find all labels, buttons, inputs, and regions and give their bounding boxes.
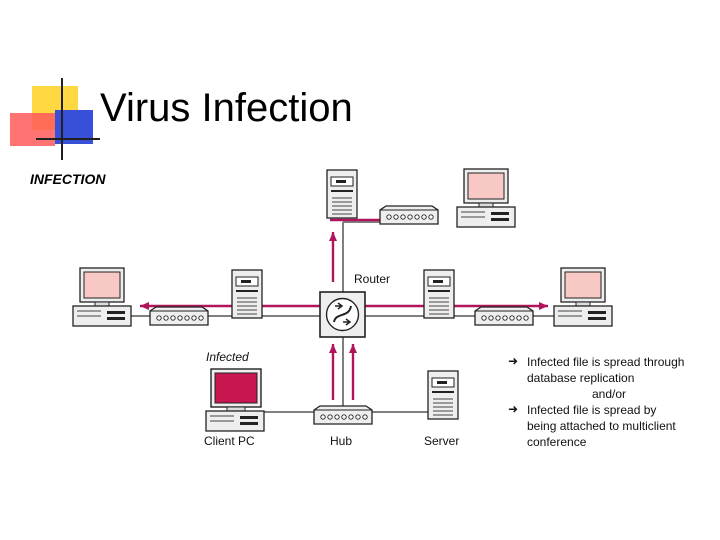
vertical-rule — [61, 78, 63, 160]
legend-item2-line2: being attached to multiclient — [527, 419, 676, 433]
infected-label: Infected — [206, 350, 249, 364]
bottom-server — [427, 370, 459, 420]
hub — [313, 405, 373, 425]
top-right-workstation — [456, 168, 516, 228]
legend-item1-line1: Infected file is spread through — [527, 355, 685, 369]
hub-label: Hub — [330, 434, 352, 448]
router-label: Router — [354, 272, 390, 286]
right-server — [423, 269, 455, 319]
infected-screen — [214, 372, 258, 404]
server-label: Server — [424, 434, 459, 448]
client-pc-label: Client PC — [204, 434, 255, 448]
left-server — [231, 269, 263, 319]
legend-item1-line2: database replication — [527, 371, 635, 385]
left-modem — [149, 306, 209, 326]
legend-item2-line3: conference — [527, 435, 587, 449]
diagram-heading: INFECTION — [30, 171, 106, 187]
legend-arrow-icon: ➜ — [508, 402, 519, 416]
horizontal-rule — [36, 138, 100, 140]
top-right-modem — [379, 205, 439, 225]
legend-arrow-icon: ➜ — [508, 354, 519, 368]
infected-client-pc — [205, 368, 265, 432]
top-server — [326, 169, 358, 219]
right-modem — [474, 306, 534, 326]
slide-title: Virus Infection — [100, 86, 353, 130]
router — [319, 291, 366, 338]
legend-connector: and/or — [592, 387, 627, 401]
right-workstation — [553, 267, 613, 327]
red-block — [10, 113, 55, 146]
left-workstation — [72, 267, 132, 327]
legend-item2-line1: Infected file is spread by — [527, 403, 657, 417]
